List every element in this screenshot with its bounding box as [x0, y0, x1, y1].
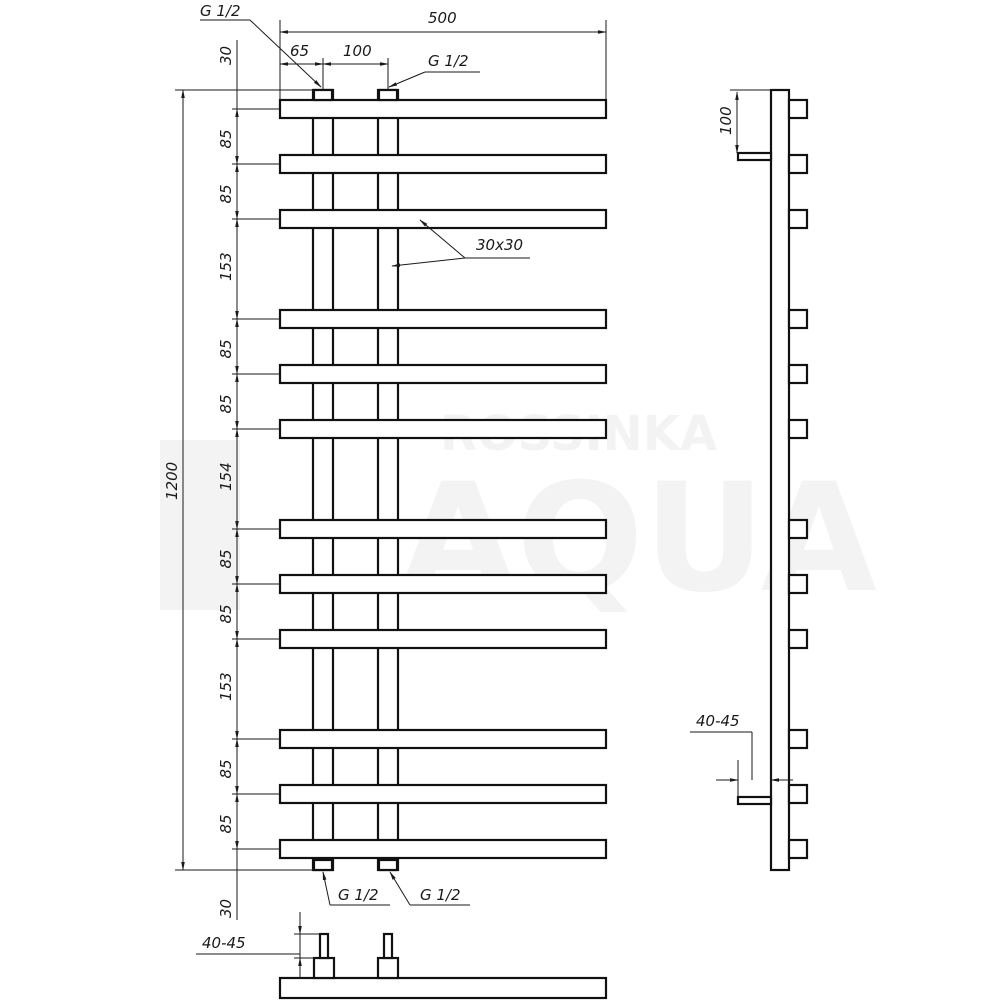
- pipe-spacing-label: 100: [343, 42, 372, 60]
- top-inlet-labels: G 1/2 G 1/2: [200, 2, 480, 88]
- overall-width-dimension: 500: [279, 9, 607, 100]
- bottom-outlet-labels: G 1/2 G 1/2: [322, 871, 470, 906]
- inlet-top-right-label: G 1/2: [428, 52, 469, 70]
- bottom-right-nipple: [377, 858, 399, 872]
- top-view-bar: [278, 976, 608, 1000]
- bar-spacing-label: 85: [217, 394, 235, 413]
- side-wall-gap-label: 40-45: [696, 712, 740, 730]
- side-bar-end: [787, 518, 809, 540]
- inlet-top-left-label: G 1/2: [200, 2, 241, 20]
- connectors: [312, 88, 399, 872]
- horizontal-bar: [278, 98, 608, 120]
- left-collector: [311, 88, 335, 872]
- bar-spacing-label: 85: [217, 339, 235, 358]
- top-view-right-connector: [382, 932, 394, 960]
- bottom-offset-label: 30: [217, 899, 235, 918]
- front-view: 500 65 100 G 1/2 G 1/2 G 1/2 G 1: [163, 2, 608, 920]
- side-bar-end: [787, 98, 809, 120]
- top-view: 40-45: [196, 912, 608, 1000]
- horizontal-bar: [278, 208, 608, 230]
- side-bar-end: [787, 838, 809, 860]
- vertical-collectors: [311, 88, 400, 872]
- outlet-bottom-left-label: G 1/2: [338, 886, 379, 904]
- side-bar-end: [787, 628, 809, 650]
- bar-spacing-label: 153: [217, 672, 235, 701]
- horizontal-bar: [278, 573, 608, 595]
- bar-spacing-label: 85: [217, 814, 235, 833]
- side-collector: [769, 88, 791, 872]
- horizontal-bar: [278, 308, 608, 330]
- top-left-nipple: [312, 88, 334, 102]
- horizontal-bar: [278, 728, 608, 750]
- side-bar-end: [787, 153, 809, 175]
- overall-height-label: 1200: [163, 462, 181, 500]
- watermark-box: [160, 440, 240, 610]
- top-wall-gap-dimension: 40-45: [196, 912, 322, 978]
- bottom-wall-bracket: [736, 795, 773, 806]
- bar-spacing-label: 85: [217, 549, 235, 568]
- horizontal-bar: [278, 363, 608, 385]
- side-bar-end: [787, 418, 809, 440]
- bar-spacing-label: 154: [217, 462, 235, 491]
- bracket-height-label: 100: [717, 106, 735, 135]
- side-view: 100 40-45: [690, 88, 809, 872]
- overall-width-label: 500: [428, 9, 457, 27]
- side-bar-end: [787, 363, 809, 385]
- side-bar-end: [787, 308, 809, 330]
- horizontal-bar: [278, 783, 608, 805]
- outlet-bottom-right-label: G 1/2: [420, 886, 461, 904]
- bar-spacing-label: 85: [217, 184, 235, 203]
- bottom-left-nipple: [312, 858, 334, 872]
- horizontal-bar: [278, 418, 608, 440]
- top-wall-gap-label: 40-45: [202, 934, 246, 952]
- bar-spacing-dimensions: 30 30 85 85 153 85 85 154 85 85 153 85 85: [217, 40, 313, 920]
- horizontal-bar: [278, 153, 608, 175]
- side-bar-ends: [787, 98, 809, 860]
- top-right-nipple: [377, 88, 399, 102]
- horizontal-bar: [278, 628, 608, 650]
- horizontal-bars: [278, 98, 608, 860]
- side-bar-end: [787, 728, 809, 750]
- pipe-offset-label: 65: [290, 42, 309, 60]
- bar-spacing-label: 153: [217, 252, 235, 281]
- right-collector: [376, 88, 400, 872]
- profile-label: 30x30: [476, 236, 523, 254]
- bar-spacing-label: 85: [217, 759, 235, 778]
- top-offset-label: 30: [217, 46, 235, 65]
- profile-callout: 30x30: [391, 219, 530, 267]
- top-wall-bracket: [736, 151, 773, 162]
- side-bar-end: [787, 573, 809, 595]
- side-bar-end: [787, 208, 809, 230]
- top-view-right-block: [376, 956, 400, 980]
- bracket-height-dimension: 100: [717, 89, 771, 154]
- bar-spacing-label: 85: [217, 604, 235, 623]
- pipe-offset-dimensions: 65 100: [279, 42, 389, 90]
- bar-spacing-label: 85: [217, 129, 235, 148]
- top-view-left-block: [312, 956, 336, 980]
- horizontal-bar: [278, 838, 608, 860]
- top-view-left-connector: [318, 932, 330, 960]
- side-wall-gap-dimension: 40-45: [690, 712, 793, 800]
- horizontal-bar: [278, 518, 608, 540]
- side-bar-end: [787, 783, 809, 805]
